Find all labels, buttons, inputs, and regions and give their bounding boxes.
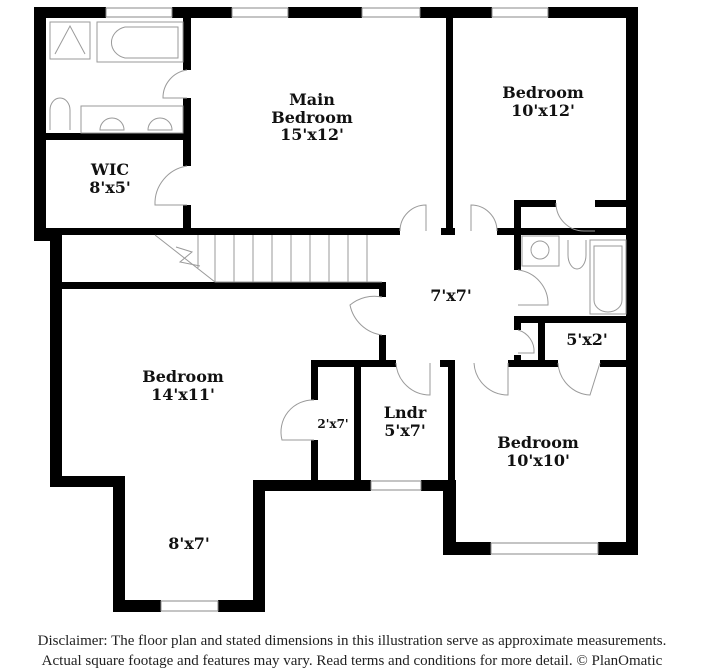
room-name: Main: [289, 90, 335, 109]
disclaimer: Disclaimer: The floor plan and stated di…: [0, 631, 704, 671]
walls: [34, 7, 638, 612]
room-label-bedroom-se: Bedroom 10'x10': [497, 434, 579, 469]
room-name: Bedroom: [271, 107, 353, 127]
room-dims: 10'x12': [511, 100, 575, 120]
room-name: WIC: [90, 160, 130, 179]
room-label-hall: 7'x7': [430, 287, 472, 305]
doors: [154, 69, 601, 441]
room-dims: 8'x5': [89, 177, 131, 197]
room-name: Bedroom: [497, 433, 579, 452]
room-label-nook: 8'x7': [168, 535, 210, 553]
stairs: [154, 234, 382, 283]
room-label-main-bedroom: Main Bedroom 15'x12': [271, 91, 353, 144]
room-dims: 15'x12': [280, 125, 344, 145]
room-dims: 7'x7': [430, 286, 472, 305]
disclaimer-line-2: Actual square footage and features may v…: [41, 653, 663, 669]
room-dims: 8'x7': [168, 534, 210, 553]
room-dims: 10'x10': [506, 450, 570, 470]
room-label-bedroom-w: Bedroom 14'x11': [142, 368, 224, 403]
room-label-closet-2x7: 2'x7': [317, 417, 349, 431]
fixtures: [49, 21, 627, 315]
windows: [105, 7, 599, 612]
room-label-wic: WIC 8'x5': [89, 161, 131, 196]
room-label-bedroom-ne: Bedroom 10'x12': [502, 84, 584, 119]
room-name: Bedroom: [142, 367, 224, 386]
room-dims: 5'x7': [384, 420, 426, 440]
room-name: Lndr: [383, 403, 427, 422]
room-dims: 2'x7': [317, 417, 349, 431]
room-name: Bedroom: [502, 83, 584, 102]
room-label-laundry: Lndr 5'x7': [384, 404, 427, 439]
room-label-closet-5x2: 5'x2': [566, 331, 608, 349]
room-dims: 14'x11': [151, 384, 215, 404]
room-dims: 5'x2': [566, 330, 608, 349]
floor-plan: [34, 7, 638, 612]
disclaimer-line-1: Disclaimer: The floor plan and stated di…: [37, 633, 667, 649]
